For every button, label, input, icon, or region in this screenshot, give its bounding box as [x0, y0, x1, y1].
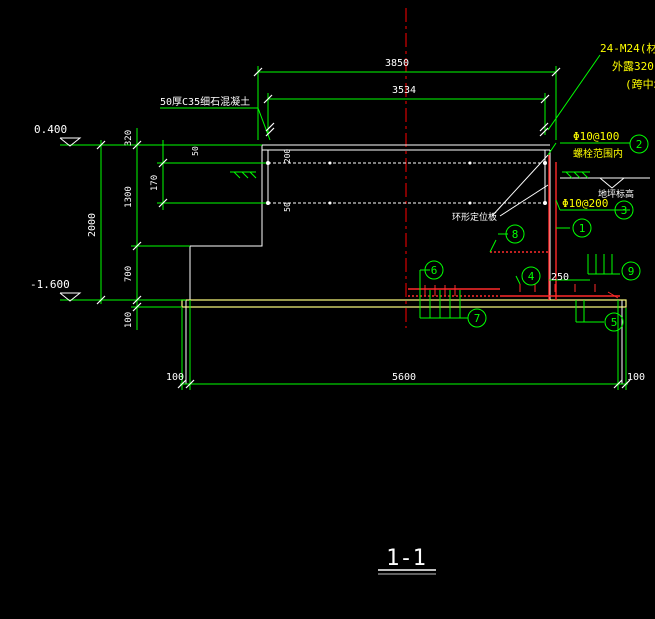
- callout-6: 6: [431, 264, 438, 277]
- dim-700: 700: [124, 266, 134, 282]
- dim-overall-top: 3850: [385, 58, 409, 69]
- dim-320: 320: [124, 130, 134, 146]
- dim-50: 50: [191, 146, 200, 156]
- elevation-top: 0.400: [34, 123, 67, 136]
- dimension-lines: [60, 54, 630, 390]
- callout-5: 5: [611, 316, 618, 329]
- dim-250: 250: [551, 272, 569, 283]
- bolt-markers: [266, 161, 547, 205]
- rebar-ticks: [424, 284, 619, 299]
- callout-7: 7: [474, 312, 481, 325]
- stirrup1-label: Φ10@100: [573, 130, 619, 143]
- callout-9: 9: [628, 265, 635, 278]
- plate-leader: [491, 154, 549, 217]
- section-title: 1-1: [386, 546, 426, 571]
- elevation-symbol-top: [59, 137, 82, 147]
- callout-4: 4: [528, 270, 535, 283]
- callout-8: 8: [512, 228, 519, 241]
- topping-note: 50厚C35细石混凝土: [160, 95, 250, 108]
- bolt-note-2: 外露320,丝: [612, 60, 655, 73]
- dim-bottom-left: 100: [166, 372, 184, 383]
- earth-hatch-right: [562, 171, 590, 179]
- dim-inner-top: 3534: [392, 85, 416, 96]
- dim-170: 170: [150, 175, 160, 191]
- callout-3: 3: [621, 204, 628, 217]
- dim-200: 200: [283, 149, 292, 164]
- plate-label: 环形定位板: [452, 211, 497, 223]
- dim-bottom-total: 5600: [392, 372, 416, 383]
- rebar: [408, 155, 620, 300]
- dim-bottom-right: 100: [627, 372, 645, 383]
- plate-leader: [499, 184, 549, 217]
- bolt-note-1: 24-M24(材: [600, 41, 655, 55]
- stirrup2-label: Φ10@200: [562, 197, 608, 210]
- callout-1: 1: [579, 222, 586, 235]
- stirrup1-note: 螺栓范围内: [573, 147, 623, 160]
- pedestal-outline: [185, 144, 623, 384]
- dim-height-total: 2000: [87, 213, 98, 237]
- ground-elevation-label: 地坪标高: [598, 188, 634, 200]
- elevation-symbol-bottom: [59, 292, 82, 302]
- earth-hatch-left: [230, 171, 257, 179]
- foundation-slab: [181, 299, 627, 308]
- elevation-bottom: -1.600: [30, 278, 70, 291]
- dim-50b: 50: [283, 202, 292, 212]
- bolt-void: [267, 150, 546, 205]
- ground-symbol: [560, 177, 650, 189]
- dim-1300: 1300: [124, 186, 134, 208]
- bolt-note-3: (跨中均: [625, 78, 655, 91]
- dim-100: 100: [124, 312, 134, 328]
- callout-2: 2: [636, 138, 643, 151]
- dimension-ticks: [96, 67, 631, 389]
- callout-circles: [424, 134, 649, 332]
